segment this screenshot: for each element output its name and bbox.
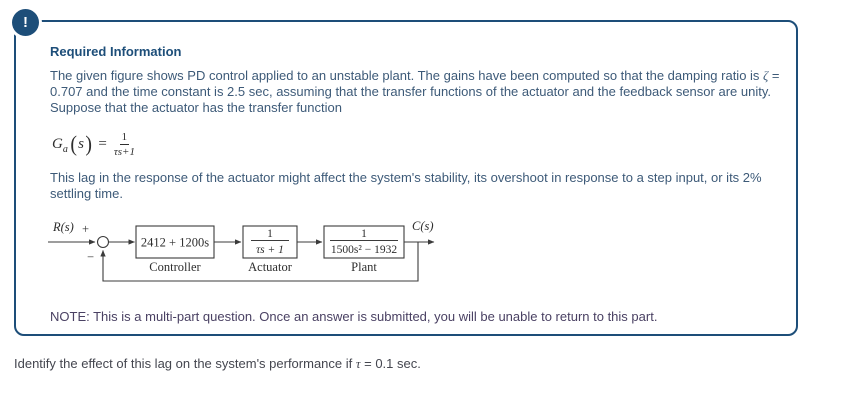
controller-label: Controller [149,260,201,274]
input-signal-label: R(s) [52,220,74,234]
tau-symbol: τ [355,356,361,371]
question-prompt: Identify the effect of this lag on the s… [14,356,421,372]
alert-exclamation-icon: ! [12,9,39,36]
actuator-label: Actuator [248,260,293,274]
problem-statement-text: The given figure shows PD control applie… [50,68,764,83]
output-signal-label: C(s) [412,219,434,233]
formula-right-paren: ) [85,131,92,156]
lag-effect-paragraph: This lag in the response of the actuator… [50,170,762,201]
controller-transfer-function: 2412 + 1200s [141,236,209,250]
problem-statement: The given figure shows PD control applie… [50,68,788,116]
formula-denominator: τs+1 [113,145,135,158]
actuator-denominator: τs + 1 [256,244,284,256]
panel-title: Required Information [50,44,182,59]
control-block-diagram: R(s) + − 2412 + 1200s Controller 1 τs + … [48,219,435,282]
required-information-panel: ! Required Information The given figure … [12,9,798,336]
problem-statement-continued: = 0.707 and the time constant is 2.5 sec… [50,68,780,115]
block-diagram-figure: R(s) + − 2412 + 1200s Controller 1 τs + … [46,217,768,295]
controller-block [135,225,215,259]
formula-equals-sign: = [98,135,107,152]
multipart-note: NOTE: This is a multi-part question. Onc… [50,309,658,324]
plant-denominator: 1500s² − 1932 [331,244,397,256]
feedback-path [100,242,419,282]
actuator-block [242,225,298,259]
question-prompt-text: Identify the effect of this lag on the s… [14,356,356,371]
formula-argument-s: s [78,135,85,152]
formula-left-paren: ( [70,131,77,156]
summing-junction [96,235,110,249]
formula-numerator: 1 [119,130,130,145]
plant-block [323,225,405,259]
formula-symbol-G: G [52,135,63,152]
zeta-symbol: ζ [763,68,769,83]
formula-subscript-a: a [62,143,68,155]
actuator-numerator: 1 [267,228,273,240]
plant-label: Plant [351,260,377,274]
summing-plus-sign: + [82,222,89,236]
question-prompt-value: = 0.1 sec. [360,356,421,371]
summing-minus-sign: − [87,250,94,264]
plant-numerator: 1 [361,228,367,240]
